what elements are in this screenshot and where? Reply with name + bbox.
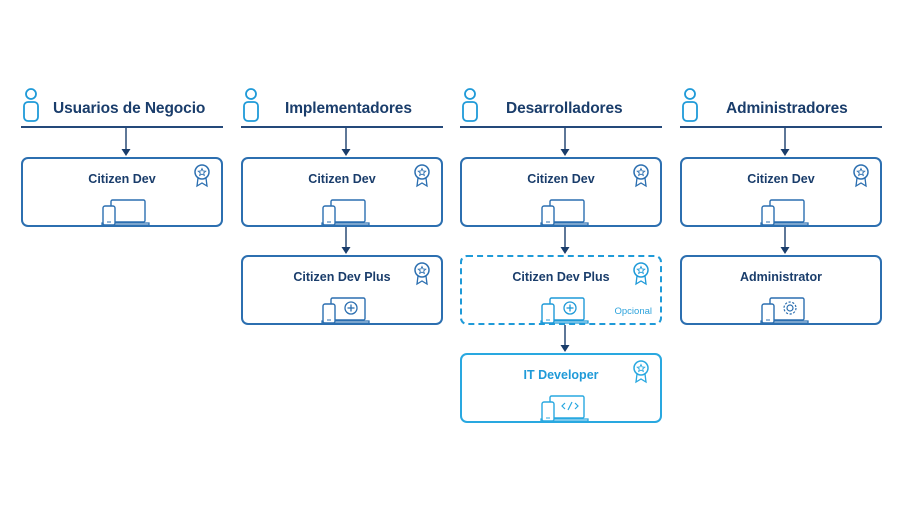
- card-citizen-dev: Citizen Dev: [460, 157, 662, 227]
- card-citizen-dev: Citizen Dev: [241, 157, 443, 227]
- column-desarrolladores: Desarrolladores Citizen Dev Citizen Dev …: [460, 0, 662, 508]
- column-administradores: Administradores Citizen Dev Administrato…: [680, 0, 882, 508]
- card-title: Citizen Dev: [527, 172, 595, 186]
- optional-note: Opcional: [614, 306, 653, 317]
- card-title: Citizen Dev: [747, 172, 815, 186]
- card-it-developer: IT Developer: [460, 353, 662, 423]
- header-divider: [460, 126, 662, 128]
- laptop-phone-icon: [101, 199, 150, 226]
- arrow-down-icon: [560, 128, 570, 156]
- column-header: Usuarios de Negocio: [21, 84, 223, 128]
- person-icon: [682, 88, 698, 122]
- card-citizen-dev-plus: Citizen Dev Plus: [241, 255, 443, 325]
- card-title: Citizen Dev Plus: [512, 270, 610, 284]
- card-title: Administrator: [740, 270, 822, 284]
- card-title: IT Developer: [523, 368, 599, 382]
- arrow-down-icon: [560, 227, 570, 254]
- person-icon: [243, 88, 259, 122]
- column-implementadores: Implementadores Citizen Dev Citizen Dev …: [241, 0, 443, 508]
- card-administrator: Administrator: [680, 255, 882, 325]
- column-title: Administradores: [726, 100, 848, 117]
- arrow-down-icon: [560, 325, 570, 352]
- header-divider: [21, 126, 223, 128]
- card-citizen-dev-plus-optional: Citizen Dev Plus Opcional: [460, 255, 662, 325]
- arrow-down-icon: [780, 227, 790, 254]
- award-badge-icon: [414, 262, 430, 286]
- column-usuarios-de-negocio: Usuarios de Negocio Citizen Dev: [21, 0, 223, 508]
- laptop-code-icon: [540, 395, 589, 422]
- column-title: Usuarios de Negocio: [53, 100, 206, 117]
- award-badge-icon: [633, 360, 649, 384]
- laptop-gear-icon: [760, 297, 809, 324]
- card-title: Citizen Dev: [308, 172, 376, 186]
- laptop-plus-icon: [321, 297, 370, 324]
- arrow-down-icon: [780, 128, 790, 156]
- column-header: Desarrolladores: [460, 84, 662, 128]
- column-title: Implementadores: [285, 100, 412, 117]
- card-title: Citizen Dev Plus: [293, 270, 391, 284]
- award-badge-icon: [633, 262, 649, 286]
- arrow-down-icon: [341, 227, 351, 254]
- header-divider: [680, 126, 882, 128]
- award-badge-icon: [853, 164, 869, 188]
- column-header: Implementadores: [241, 84, 443, 128]
- laptop-phone-icon: [321, 199, 370, 226]
- header-divider: [241, 126, 443, 128]
- column-header: Administradores: [680, 84, 882, 128]
- card-citizen-dev: Citizen Dev: [680, 157, 882, 227]
- laptop-phone-icon: [540, 199, 589, 226]
- laptop-phone-icon: [760, 199, 809, 226]
- card-title: Citizen Dev: [88, 172, 156, 186]
- column-title: Desarrolladores: [506, 100, 623, 117]
- award-badge-icon: [633, 164, 649, 188]
- arrow-down-icon: [121, 128, 131, 156]
- award-badge-icon: [194, 164, 210, 188]
- laptop-plus-icon: [540, 297, 589, 324]
- person-icon: [23, 88, 39, 122]
- card-citizen-dev: Citizen Dev: [21, 157, 223, 227]
- arrow-down-icon: [341, 128, 351, 156]
- award-badge-icon: [414, 164, 430, 188]
- person-icon: [462, 88, 478, 122]
